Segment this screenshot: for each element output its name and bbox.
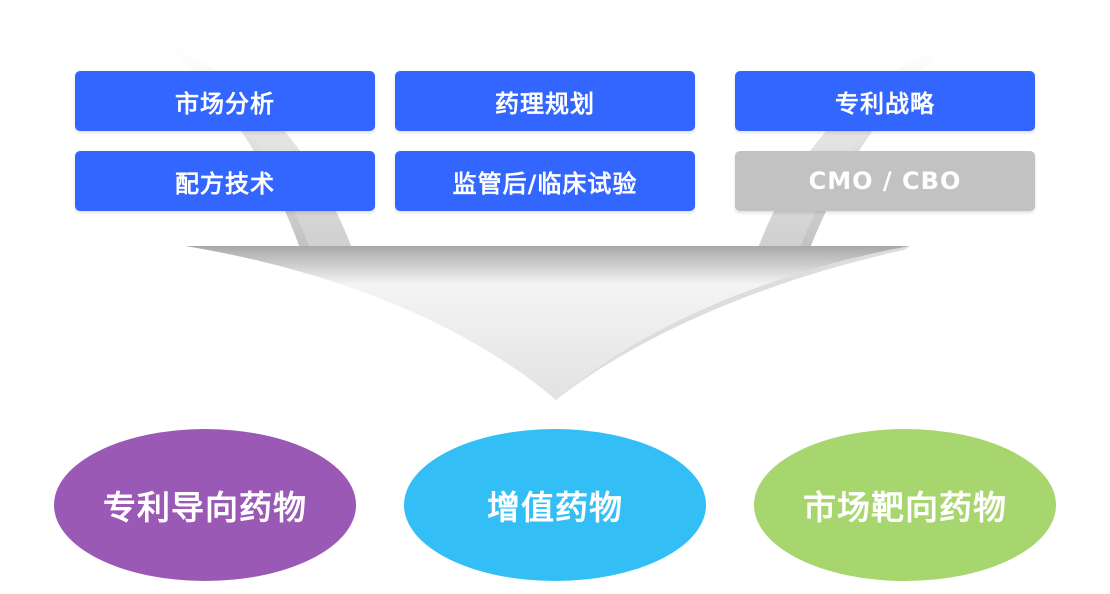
outcome-market-targeted-drug: 市场靶向药物 [754,429,1056,581]
category-formulation-technology: 配方技术 [75,151,375,211]
outcome-patent-oriented-drug: 专利导向药物 [54,429,356,581]
funnel-left-arm-edge [150,35,310,248]
category-market-analysis: 市场分析 [75,71,375,131]
funnel-right-arm-edge [800,35,965,248]
category-cmo-cbo: CMO / CBO [735,151,1035,211]
category-regulatory-clinical-trial: 监管后/临床试验 [395,151,695,211]
outcome-value-added-drug: 增值药物 [404,429,706,581]
category-patent-strategy: 专利战略 [735,71,1035,131]
funnel-arrowhead [185,246,910,400]
category-pharmacology-planning: 药理规划 [395,71,695,131]
